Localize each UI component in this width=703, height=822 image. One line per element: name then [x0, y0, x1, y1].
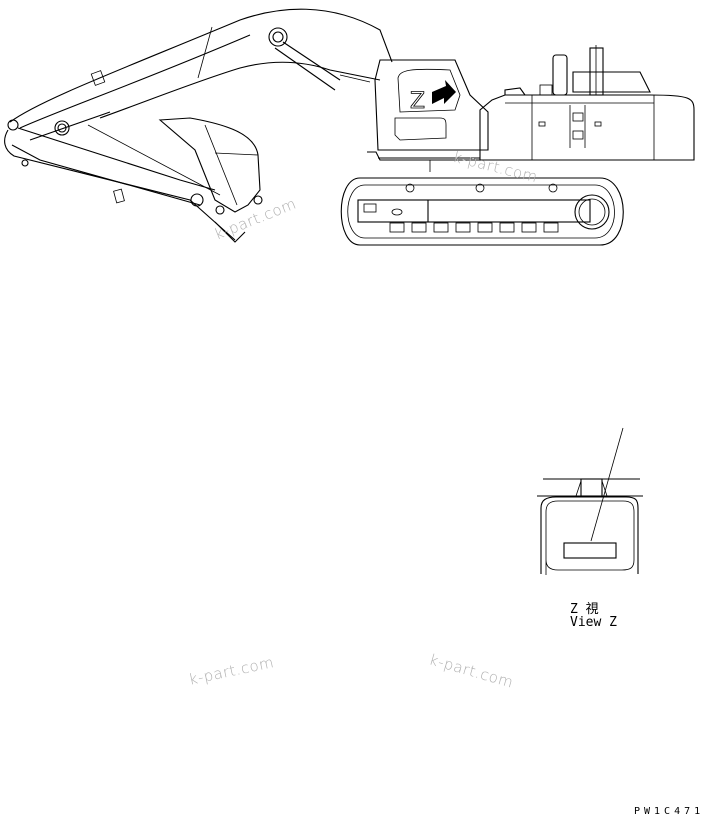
view-z-detail [537, 427, 643, 575]
operator-cab: Z [339, 59, 489, 151]
label-placement-rect [563, 542, 617, 559]
view-label-jp: Z 視 [570, 602, 599, 617]
track-rollers [389, 183, 559, 233]
leader-line [590, 427, 624, 542]
bucket [158, 117, 263, 243]
drawing-code: PW1C471 [634, 806, 703, 817]
arm [4, 70, 236, 241]
view-label-en: View Z [570, 615, 617, 630]
boom [9, 8, 393, 141]
callout-z-text: Z [410, 89, 425, 114]
view-arrow-icon [432, 80, 456, 104]
upper-structure [367, 45, 695, 172]
undercarriage [340, 177, 624, 246]
